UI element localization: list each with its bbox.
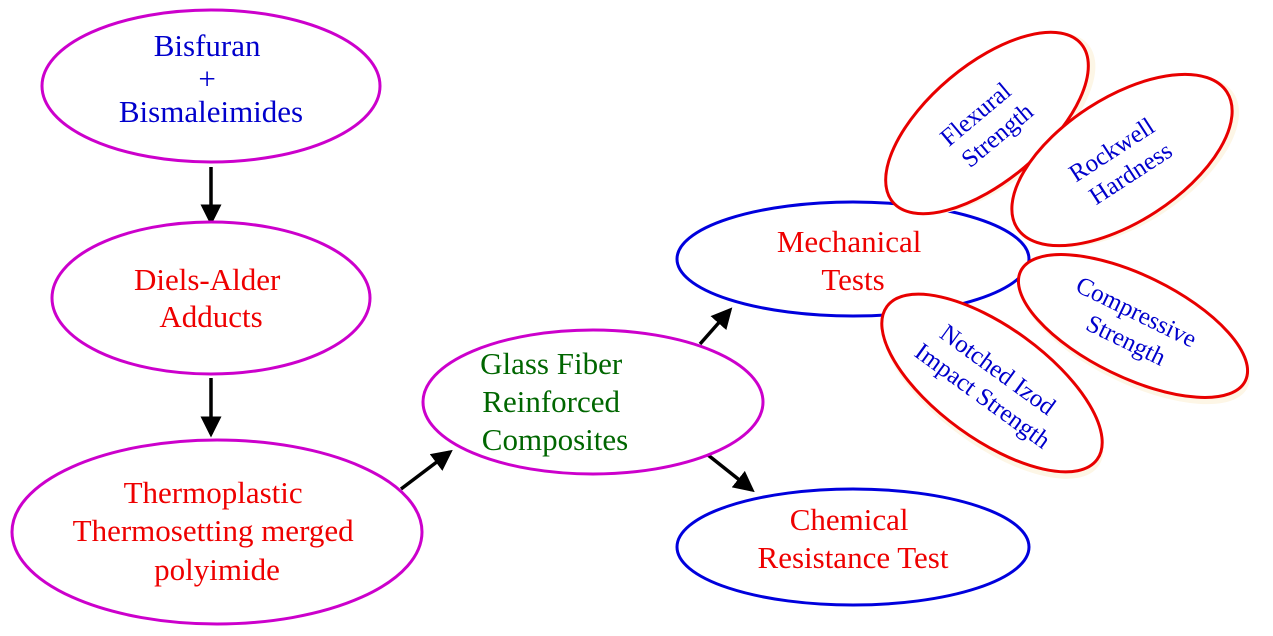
node-shape <box>10 438 424 626</box>
node-shape <box>880 292 1104 474</box>
node-label: Chemical Resistance Test <box>758 502 949 575</box>
node-compressive-strength: Compressive Strength <box>1016 253 1250 405</box>
node-shape <box>421 328 765 476</box>
node-thermoplastic-thermosetting-polyimide: Thermoplastic Thermosetting merged polyi… <box>10 438 424 626</box>
arrow-composites-to-chemical <box>706 453 755 493</box>
node-rockwell-hardness: Rockwell Hardness <box>1010 72 1240 248</box>
node-label: Glass Fiber Reinforced Composites <box>480 346 630 457</box>
node-chemical-resistance-test: Chemical Resistance Test <box>675 487 1031 607</box>
node-label: Mechanical Tests <box>777 224 929 297</box>
node-glass-fiber-composites: Glass Fiber Reinforced Composites <box>421 328 765 476</box>
node-flexural-strength: Flexural Strength <box>884 30 1096 216</box>
node-shape <box>40 8 382 164</box>
node-label: Diels-Alder Adducts <box>134 262 288 334</box>
node-shape <box>675 487 1031 607</box>
node-shape <box>884 30 1090 216</box>
node-label: Bisfuran + Bismaleimides <box>119 28 303 129</box>
node-notched-izod-impact-strength: Notched Izod Impact Strength <box>880 292 1104 479</box>
node-diels-alder-adducts: Diels-Alder Adducts <box>50 220 372 376</box>
node-shape <box>675 200 1031 318</box>
edges <box>200 167 755 493</box>
node-shape <box>50 220 372 376</box>
node-label: Thermoplastic Thermosetting merged polyi… <box>73 475 362 587</box>
arrow-composites-to-mechanical <box>698 307 733 346</box>
node-shape <box>1010 72 1234 248</box>
node-mechanical-tests: Mechanical Tests <box>675 200 1031 318</box>
node-bisfuran-bismaleimides: Bisfuran + Bismaleimides <box>40 8 382 164</box>
arrow-polyimide-to-composites <box>399 449 453 491</box>
node-shape <box>1016 253 1250 399</box>
